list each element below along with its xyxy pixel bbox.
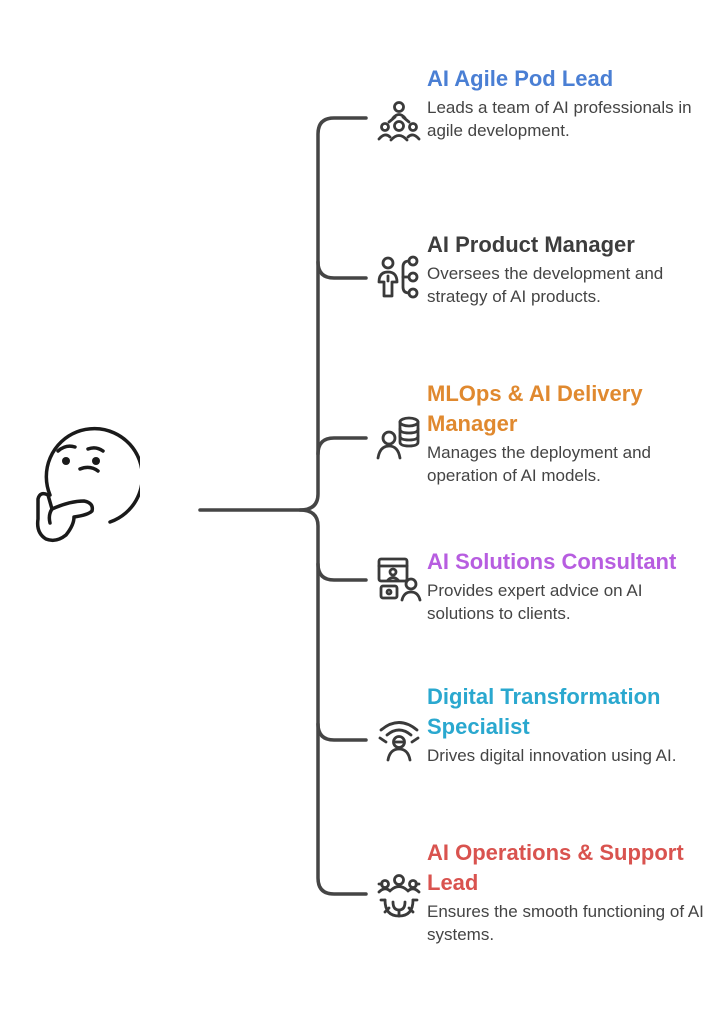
role-title: Digital Transformation Specialist <box>427 684 661 739</box>
transformation-specialist-icon <box>378 721 420 762</box>
role-title: AI Operations & Support Lead <box>427 840 684 895</box>
role-title: MLOps & AI Delivery Manager <box>427 381 643 436</box>
role-description: Oversees the development and strategy of… <box>427 264 664 306</box>
thinking-face-icon <box>35 426 140 543</box>
consultant-icon <box>377 557 422 602</box>
role-ai-agile-pod-lead: AI Agile Pod Lead Leads a team of AI pro… <box>427 64 712 142</box>
role-description: Ensures the smooth functioning of AI sys… <box>427 902 704 944</box>
role-ai-operations-support-lead: AI Operations & Support Lead Ensures the… <box>427 838 712 946</box>
role-description: Leads a team of AI professionals in agil… <box>427 98 692 140</box>
delivery-manager-icon <box>376 416 420 460</box>
trunk-connector <box>198 116 368 512</box>
branch-connector-transformation <box>316 722 368 742</box>
role-description: Manages the deployment and operation of … <box>427 443 651 485</box>
role-title: AI Solutions Consultant <box>427 549 677 574</box>
role-mlops-delivery-manager: MLOps & AI Delivery Manager Manages the … <box>427 379 712 487</box>
role-digital-transformation-specialist: Digital Transformation Specialist Drives… <box>427 682 712 767</box>
product-manager-icon <box>377 255 419 299</box>
role-ai-product-manager: AI Product Manager Oversees the developm… <box>427 230 712 308</box>
operations-lead-icon <box>377 874 421 918</box>
trunk-connector-lower <box>298 508 368 896</box>
role-ai-solutions-consultant: AI Solutions Consultant Provides expert … <box>427 547 712 625</box>
role-title: AI Agile Pod Lead <box>427 66 614 91</box>
role-description: Drives digital innovation using AI. <box>427 746 677 765</box>
branch-connector-mlops <box>316 436 368 456</box>
role-title: AI Product Manager <box>427 232 635 257</box>
branch-connector-product-manager <box>316 260 368 280</box>
branch-connector-consultant <box>316 562 368 582</box>
role-description: Provides expert advice on AI solutions t… <box>427 581 643 623</box>
team-lead-icon <box>377 101 421 142</box>
